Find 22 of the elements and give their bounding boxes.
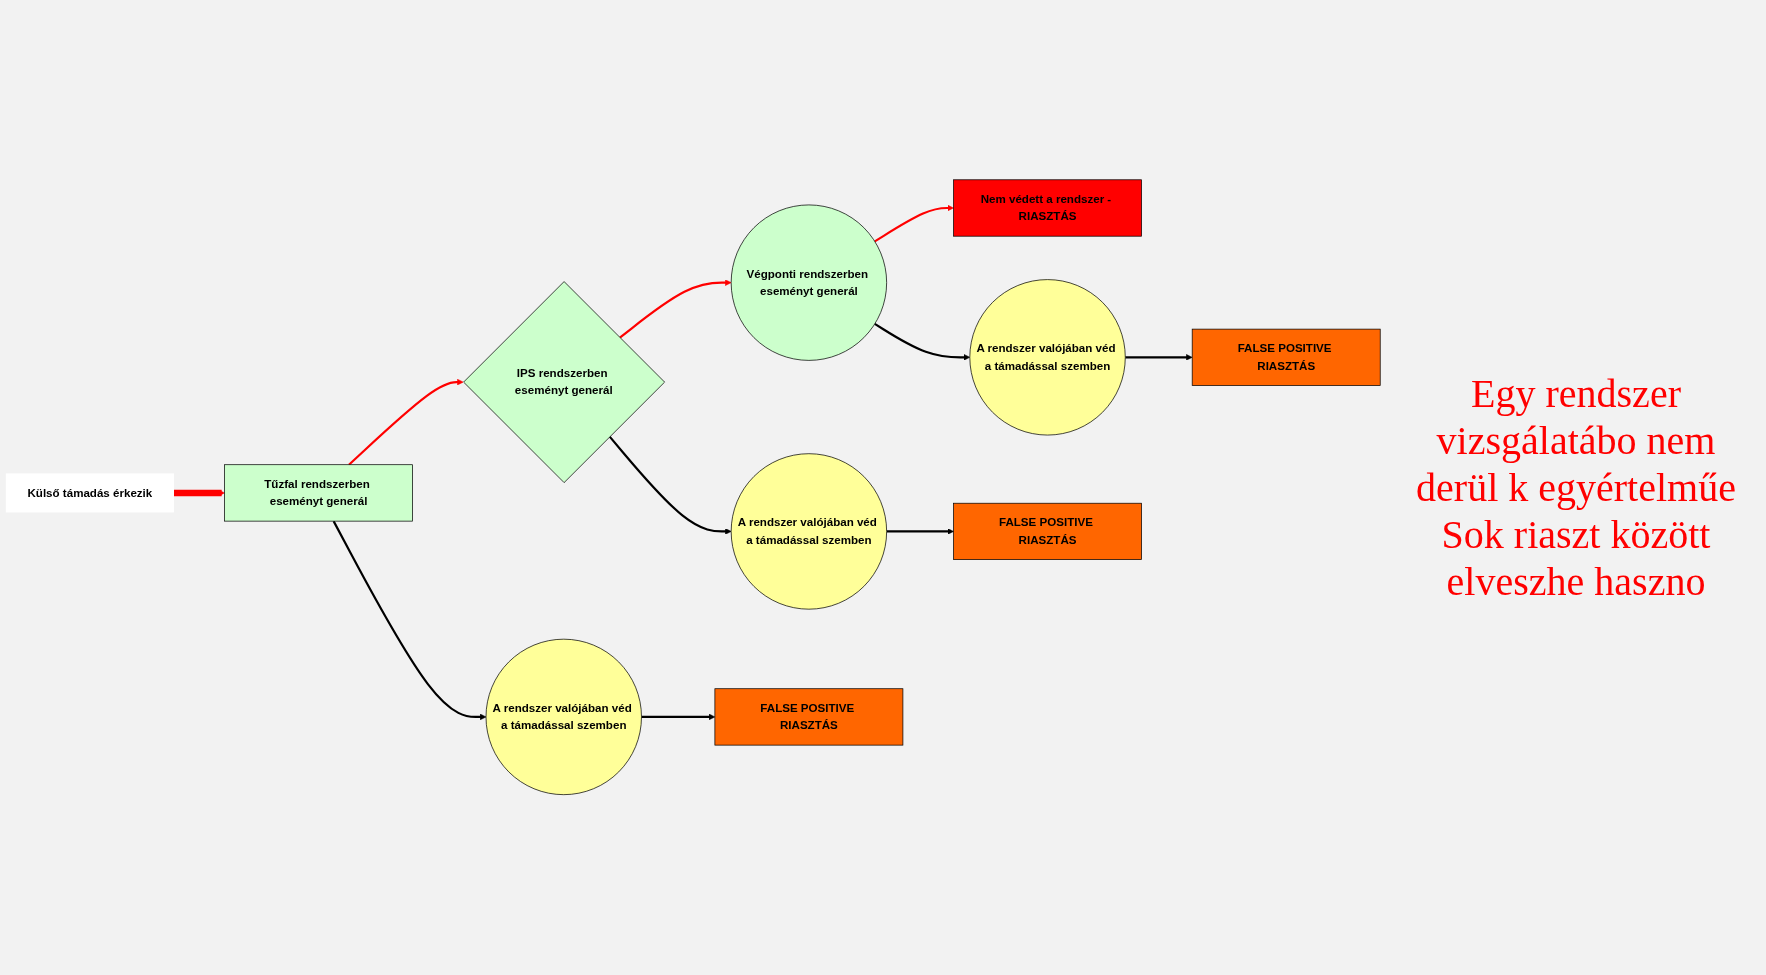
- node-circle: A rendszer valójában véd a támadással szemben: [730, 453, 887, 610]
- node-box: FALSE POSITIVE RIASZTÁS: [714, 688, 904, 746]
- arrow: [874, 323, 971, 361]
- arrow: [874, 205, 954, 243]
- node-circle: Végponti rendszerben eseményt generál: [730, 204, 887, 362]
- arrow: [619, 279, 732, 339]
- note-text: Egy rendszer vizsgálatábo nem derül k egyértelműe Sok riaszt között elveszhe haszno: [1415, 370, 1737, 605]
- arrow: [348, 379, 464, 466]
- arrow: [332, 520, 487, 721]
- node-box: Tűzfal rendszerben eseményt generál: [224, 464, 413, 522]
- arrow: [886, 528, 954, 535]
- arrow: [641, 714, 716, 721]
- node-box: Nem védett a rendszer - RIASZTÁS: [953, 179, 1142, 237]
- arrow: [608, 436, 732, 535]
- node-box: Külső támadás érkezik: [5, 473, 174, 513]
- node-circle: A rendszer valójában véd a támadással szemben: [485, 639, 642, 796]
- node-diamond: IPS rendszerben eseményt generál: [463, 281, 665, 484]
- arrow: [173, 489, 225, 497]
- node-circle: A rendszer valójában véd a támadással szemben: [969, 279, 1126, 436]
- node-box: FALSE POSITIVE RIASZTÁS: [1191, 329, 1381, 387]
- arrow: [1125, 354, 1193, 361]
- node-box: FALSE POSITIVE RIASZTÁS: [953, 503, 1142, 561]
